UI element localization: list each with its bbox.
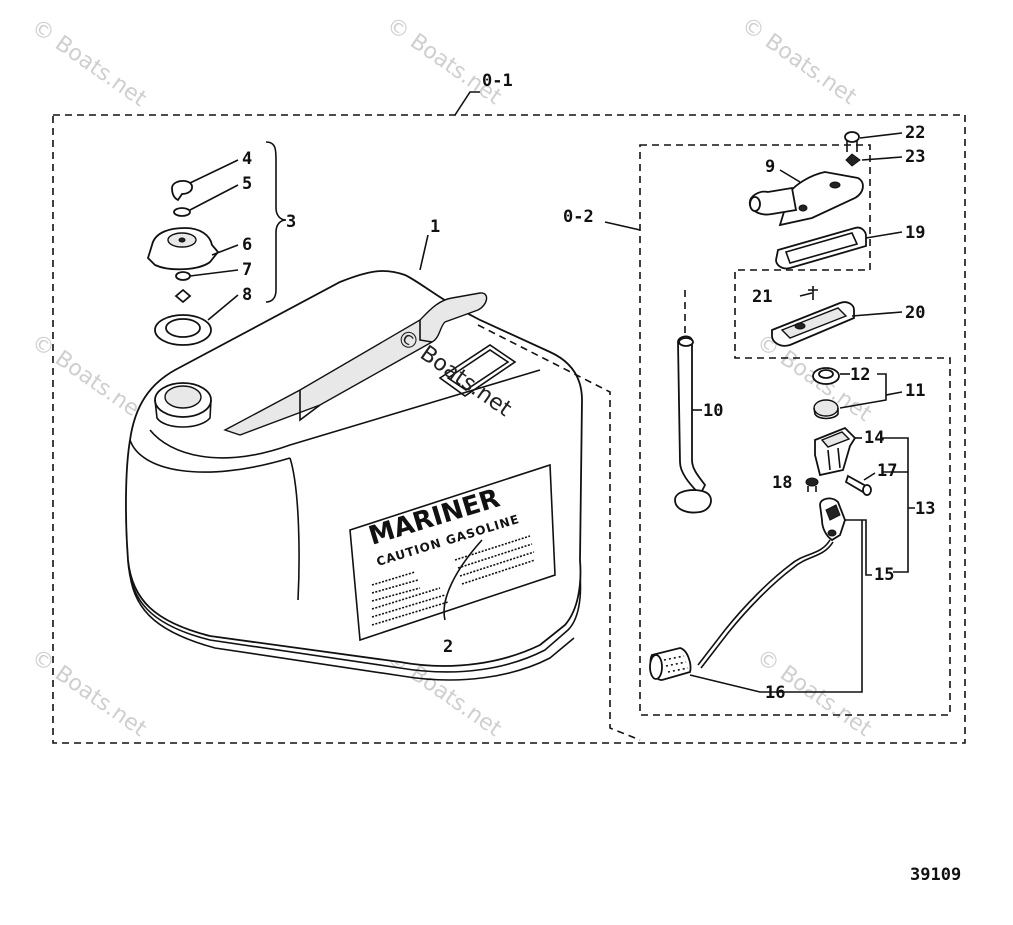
leader-5: [189, 184, 239, 211]
watermark-mid-left: © Boats.net: [27, 329, 152, 427]
filler-cap: [146, 227, 220, 271]
bracket-13: [882, 437, 915, 573]
leader-1: [419, 234, 429, 271]
base-screw: [808, 286, 818, 300]
callout-4: 4: [242, 149, 252, 169]
sender-frame-0-2: [639, 144, 951, 716]
watermark-top-center: © Boats.net: [382, 12, 507, 110]
sender-washer: [845, 153, 861, 167]
leader-7: [189, 269, 239, 277]
leader-9: [779, 169, 801, 183]
callout-7: 7: [242, 260, 252, 280]
sender-gasket: [775, 226, 867, 270]
callout-23: 23: [905, 147, 925, 167]
leader-23: [861, 156, 903, 161]
vent-washer: [173, 207, 191, 217]
watermark-top-left: © Boats.net: [27, 14, 152, 112]
cap-washer: [175, 271, 191, 281]
float-arm-assembly: [697, 497, 846, 669]
callout-15: 15: [874, 565, 894, 585]
sender-screw-small: [805, 477, 819, 492]
leader-6: [211, 244, 239, 256]
leader-21: [799, 292, 813, 297]
leader-16: [689, 520, 863, 693]
leader-0-1: [454, 91, 480, 116]
leader-4: [189, 159, 239, 184]
sender-pivot-bolt: [844, 474, 872, 496]
leader-2: [443, 539, 483, 621]
callout-1: 1: [430, 217, 440, 237]
leader-11: [839, 373, 903, 409]
watermark-top-right: © Boats.net: [737, 12, 862, 110]
sender-outline-in-tank: [477, 324, 641, 741]
callout-5: 5: [242, 174, 252, 194]
callout-14: 14: [864, 428, 884, 448]
bracket-3: [265, 141, 287, 303]
filler-cap-group: [146, 180, 220, 346]
callout-19: 19: [905, 223, 925, 243]
watermark-bottom-left: © Boats.net: [27, 644, 152, 742]
leader-19: [865, 231, 903, 239]
callout-3: 3: [286, 212, 296, 232]
callout-18: 18: [772, 473, 792, 493]
sender-grommet: [812, 367, 840, 385]
callout-13: 13: [915, 499, 935, 519]
callout-9: 9: [765, 157, 775, 177]
leader-0-2: [604, 221, 641, 231]
callout-16: 16: [765, 683, 785, 703]
fuel-tank: MARINER CAUTION GASOLINE: [125, 270, 583, 681]
callout-6: 6: [242, 235, 252, 255]
callout-22: 22: [905, 123, 925, 143]
leader-17: [863, 472, 876, 481]
callout-11: 11: [905, 381, 925, 401]
sender-base-plate: [771, 301, 855, 347]
callout-0-1: 0-1: [482, 71, 513, 91]
decal-fine-print: [371, 535, 536, 626]
vent-screw: [171, 180, 193, 202]
leader-15: [845, 519, 872, 576]
float: [649, 647, 692, 681]
callout-12: 12: [850, 365, 870, 385]
leader-22: [859, 132, 903, 139]
fuel-pickup-fitting: [748, 171, 864, 227]
fuel-pickup-tube: [674, 290, 712, 514]
callout-8: 8: [242, 285, 252, 305]
sender-screw: [844, 131, 860, 152]
cap-nut: [174, 288, 192, 304]
sender-plug: [813, 399, 839, 420]
callout-20: 20: [905, 303, 925, 323]
leader-20: [851, 311, 903, 317]
assembly-frame-0-1: [52, 114, 966, 744]
callout-0-2: 0-2: [563, 207, 594, 227]
sender-housing: [814, 426, 857, 477]
callout-17: 17: [877, 461, 897, 481]
leader-8: [207, 294, 239, 321]
callout-10: 10: [703, 401, 723, 421]
callout-21: 21: [752, 287, 772, 307]
callout-2: 2: [443, 637, 453, 657]
diagram-number: 39109: [910, 865, 961, 885]
